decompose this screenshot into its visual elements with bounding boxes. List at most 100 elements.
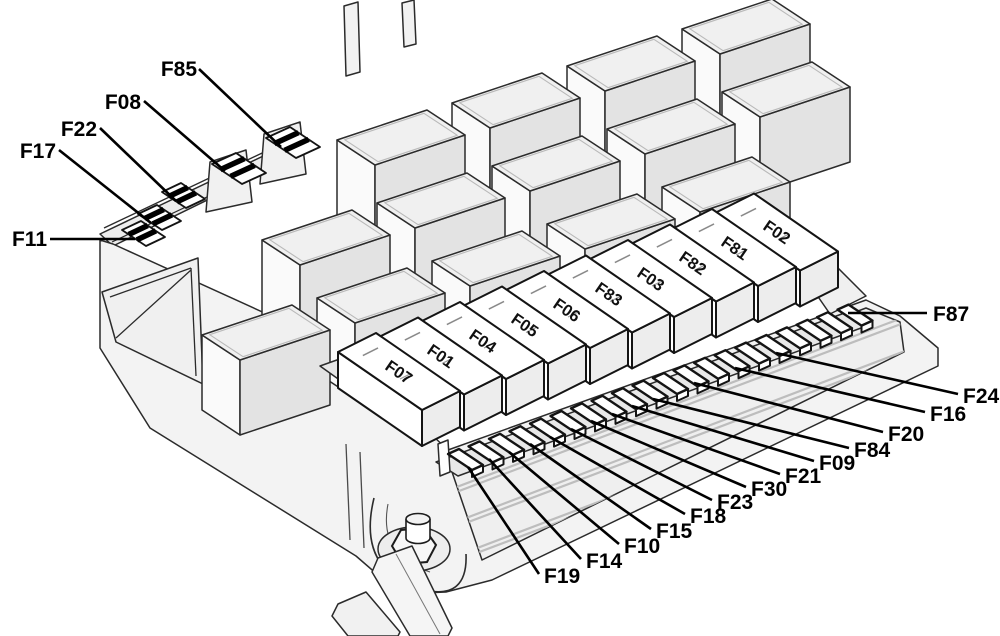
bracket-strut [109, 267, 192, 298]
mini-fuse [651, 371, 690, 402]
relay-cover-top-inset [614, 101, 728, 152]
mounting-pocket [331, 497, 467, 636]
housing-rear-post [401, 0, 417, 48]
relay-cover-top-inset [499, 138, 613, 189]
relay-cover [201, 304, 331, 436]
relay-cover [721, 61, 851, 193]
mini-fuse-row [446, 303, 874, 478]
small-fuse-stripe [283, 136, 310, 153]
mini-fuse-top-face [631, 379, 669, 403]
maxi-fuse-contact-mark [525, 326, 538, 334]
small-fuse-stripe [219, 156, 246, 173]
mini-fuse [692, 356, 731, 387]
callout-leader-f24 [775, 351, 959, 396]
callout-label-f09: F09 [819, 452, 855, 475]
relay-cover-top-face [566, 35, 696, 92]
relay-cover-top-inset [689, 1, 803, 52]
callout-leader-f17 [58, 148, 152, 225]
small-fuse-stripe [135, 228, 158, 243]
housing-rear-post [343, 1, 361, 77]
relay-cover-top-inset [324, 270, 438, 321]
relay-cover-top-face [316, 267, 446, 324]
mini-fuse-top-face [672, 364, 710, 388]
callout-leader-f20 [693, 381, 884, 434]
mini-fuse [508, 425, 546, 456]
relay-cover-top-inset [669, 159, 783, 210]
side-wall-rib [345, 443, 351, 541]
relay-cover-top-face [681, 0, 811, 55]
callout-label-f87: F87 [933, 303, 969, 326]
mini-fuse [774, 326, 813, 357]
housing-main-body [99, 239, 939, 595]
mini-fuse-top-face [651, 371, 690, 396]
callout-leader-f85 [198, 68, 282, 148]
mini-fuse-top-face [446, 447, 485, 472]
mini-fuse [795, 318, 833, 349]
small-fuse [161, 182, 206, 209]
relay-cover-top-inset [209, 307, 323, 358]
relay-cover-top-inset [729, 64, 843, 115]
stud-body [405, 519, 431, 545]
left-fuse-group [121, 121, 321, 247]
mini-fuse [672, 364, 710, 395]
mini-fuse-top-face [713, 349, 751, 373]
mini-fuse-top-face [590, 394, 628, 418]
cable-strap [371, 545, 453, 636]
small-fuse-stripe [167, 184, 189, 199]
relay-cover-top-inset [384, 175, 498, 226]
maxi-fuse-contact-mark [656, 238, 673, 248]
mini-fuse-top-face [549, 409, 587, 434]
mini-fuse [815, 311, 854, 342]
maxi-fuse-contact-mark [530, 285, 547, 295]
maxi-fuse-contact-mark [614, 254, 631, 264]
small-fuse-stripe [151, 212, 174, 227]
callout-label-f17: F17 [20, 140, 56, 163]
callout-label-f18: F18 [690, 505, 727, 528]
mini-fuse-top-face [754, 333, 792, 358]
relay-cover-top-face [261, 209, 391, 266]
callout-leader-f16 [734, 366, 926, 414]
maxi-fuse-contact-mark [483, 341, 496, 349]
small-fuse [121, 220, 166, 247]
callout-leader-f09 [631, 404, 815, 463]
mini-fuse-top-face [467, 440, 505, 464]
bracket-strut [115, 269, 192, 339]
relay-cover-top-inset [459, 75, 573, 126]
callout-labels: F85 F08 F22 F17 F11 F87 F24 F16 F20 F84 … [12, 58, 1000, 588]
callout-label-f84: F84 [854, 439, 891, 462]
relay-cover-top-face [546, 193, 676, 250]
callout-leader-f84 [652, 397, 850, 450]
relay-cover-top-inset [344, 112, 458, 163]
callout-leader-f23 [570, 427, 713, 502]
maxi-fuse-contact-mark [740, 207, 757, 217]
cable-strap-seam [395, 553, 441, 635]
callout-leader-f21 [611, 412, 781, 476]
mini-fuse-top-face [569, 402, 608, 426]
mini-fuse [446, 447, 485, 478]
mini-fuse-top-face [692, 356, 731, 380]
small-fuse [137, 204, 182, 231]
side-wall-rib [359, 451, 365, 549]
mini-fuse-top-face [610, 387, 649, 411]
callout-label-f30: F30 [751, 478, 787, 501]
callout-label-f14: F14 [586, 550, 623, 573]
maxi-fuse-contact-mark [567, 310, 580, 318]
callout-label-f11: F11 [12, 228, 47, 251]
callout-leader-f10 [508, 451, 620, 545]
relay-cover-top-face [431, 230, 561, 287]
callout-label-f20: F20 [888, 423, 924, 446]
callout-leader-f19 [466, 466, 541, 575]
maxi-fuse-contact-mark [446, 316, 463, 326]
maxi-fuse-contact-mark [399, 372, 412, 380]
ledge-post [437, 439, 451, 477]
maxi-fuse-contact-mark [488, 300, 505, 310]
callout-label-f21: F21 [785, 465, 822, 488]
relay-cover-top-inset [574, 38, 688, 89]
small-fuse [265, 126, 321, 159]
mini-fuse-top-face [487, 432, 526, 456]
callout-label-f16: F16 [930, 403, 966, 426]
callout-leader-f22 [99, 127, 177, 202]
callout-leader-f30 [590, 419, 747, 489]
maxi-fuse-contact-mark [735, 248, 748, 256]
